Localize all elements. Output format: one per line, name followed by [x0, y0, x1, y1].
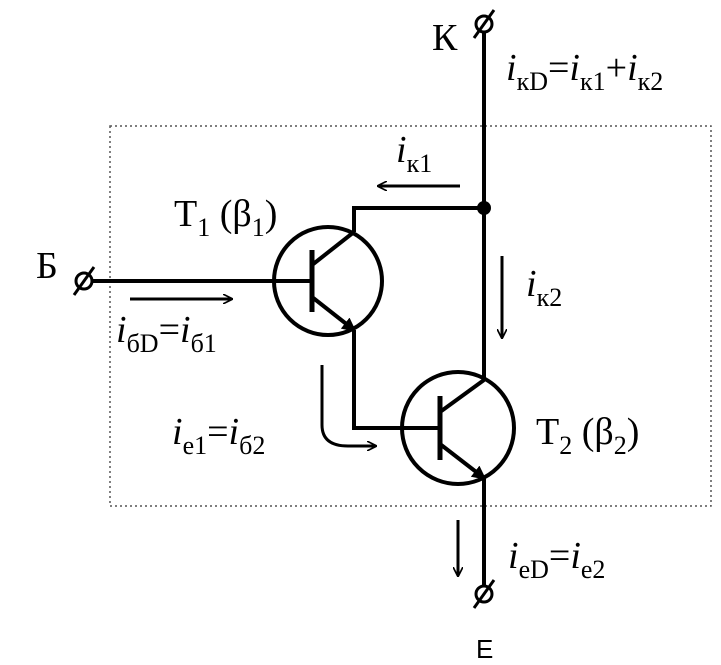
current-ieD-label: ieD=ie2	[508, 535, 605, 584]
ie1-arrow-icon	[320, 365, 376, 446]
current-ik1-label: iк1	[396, 129, 432, 178]
emitter-label: E	[476, 634, 493, 664]
collector-label: К	[432, 17, 458, 59]
base-label: Б	[36, 245, 58, 287]
current-ikD-label: iкD=iк1+iк2	[506, 47, 663, 96]
t2-label: T2 (β2)	[536, 411, 639, 460]
current-ik2-label: iк2	[526, 263, 562, 312]
current-ibD-label: iбD=iб1	[116, 309, 217, 358]
transistor-t1	[272, 225, 384, 337]
t1-label: T1 (β1)	[174, 193, 277, 242]
t1-collector-wire	[352, 206, 484, 232]
t1-emitter-to-t2-base-wire	[352, 330, 440, 430]
current-ie1-label: ie1=iб2	[172, 411, 265, 460]
base-terminal-icon	[72, 266, 96, 296]
emitter-terminal-icon	[472, 579, 496, 609]
enclosure-box	[109, 125, 712, 507]
collector-terminal-icon	[472, 9, 496, 39]
transistor-t2	[400, 370, 516, 486]
